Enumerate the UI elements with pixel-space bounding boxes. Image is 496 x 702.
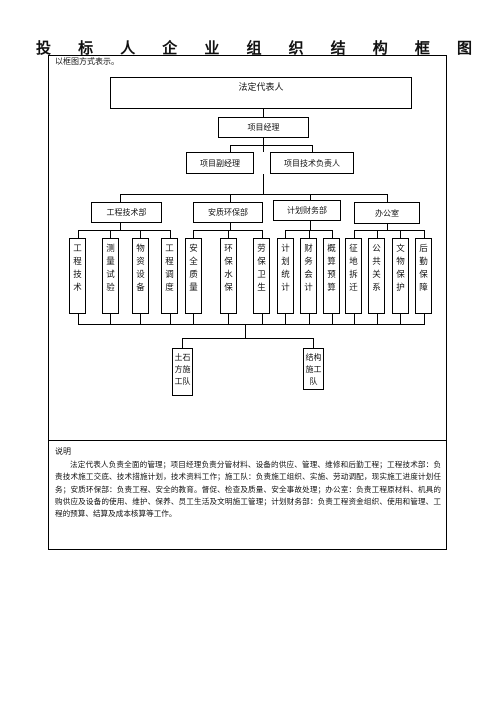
department-safety-quality: 安质环保部 bbox=[193, 202, 263, 223]
tech-lead-box: 项目技术负责人 bbox=[270, 152, 354, 174]
title-char: 结 bbox=[330, 39, 346, 57]
sub-unit: 物资设备 bbox=[132, 238, 149, 314]
sub-unit: 计划统计 bbox=[277, 238, 294, 314]
department-office: 办公室 bbox=[354, 202, 420, 224]
sub-unit: 劳保卫生 bbox=[253, 238, 270, 314]
title-char: 织 bbox=[288, 39, 304, 57]
title-char: 投 bbox=[36, 39, 52, 57]
sub-unit: 测量试验 bbox=[102, 238, 119, 314]
title-char: 业 bbox=[204, 39, 220, 57]
sub-unit: 后勤保障 bbox=[415, 238, 432, 314]
page-title: 投 标 人 企 业 组 织 结 构 框 图 bbox=[0, 37, 496, 57]
sub-unit: 文物保护 bbox=[392, 238, 409, 314]
department-engineering: 工程技术部 bbox=[91, 202, 162, 223]
department-finance: 计划财务部 bbox=[273, 200, 341, 221]
earthwork-team-box: 土石方施工队 bbox=[172, 348, 193, 396]
notes-divider bbox=[48, 440, 447, 441]
sub-unit: 工程调度 bbox=[161, 238, 178, 314]
project-manager-box: 项目经理 bbox=[218, 117, 309, 138]
sub-unit: 环保水保 bbox=[220, 238, 237, 314]
title-char: 企 bbox=[162, 39, 178, 57]
structure-team-box: 结构施工队 bbox=[303, 348, 324, 390]
title-char: 标 bbox=[78, 39, 94, 57]
title-char: 人 bbox=[120, 39, 136, 57]
sub-unit: 概算预算 bbox=[323, 238, 340, 314]
chart-frame bbox=[48, 55, 447, 550]
sub-unit: 征地拆迁 bbox=[345, 238, 362, 314]
sub-unit: 公共关系 bbox=[368, 238, 385, 314]
notes-text: 法定代表人负责全面的管理；项目经理负责分管材料、设备的供应、管理、维修和后勤工程… bbox=[55, 460, 441, 519]
deputy-manager-box: 项目副经理 bbox=[186, 152, 254, 174]
title-char: 构 bbox=[372, 39, 388, 57]
sub-unit: 工程技术 bbox=[69, 238, 86, 314]
notes-title: 说明 bbox=[55, 447, 71, 456]
intro-text: 以框图方式表示。 bbox=[55, 57, 119, 66]
sub-unit: 财务会计 bbox=[300, 238, 317, 314]
sub-unit: 安全质量 bbox=[185, 238, 202, 314]
title-char: 组 bbox=[246, 39, 262, 57]
legal-representative-box: 法定代表人 bbox=[110, 77, 412, 109]
title-char: 图 bbox=[456, 39, 472, 57]
title-char: 框 bbox=[414, 39, 430, 57]
